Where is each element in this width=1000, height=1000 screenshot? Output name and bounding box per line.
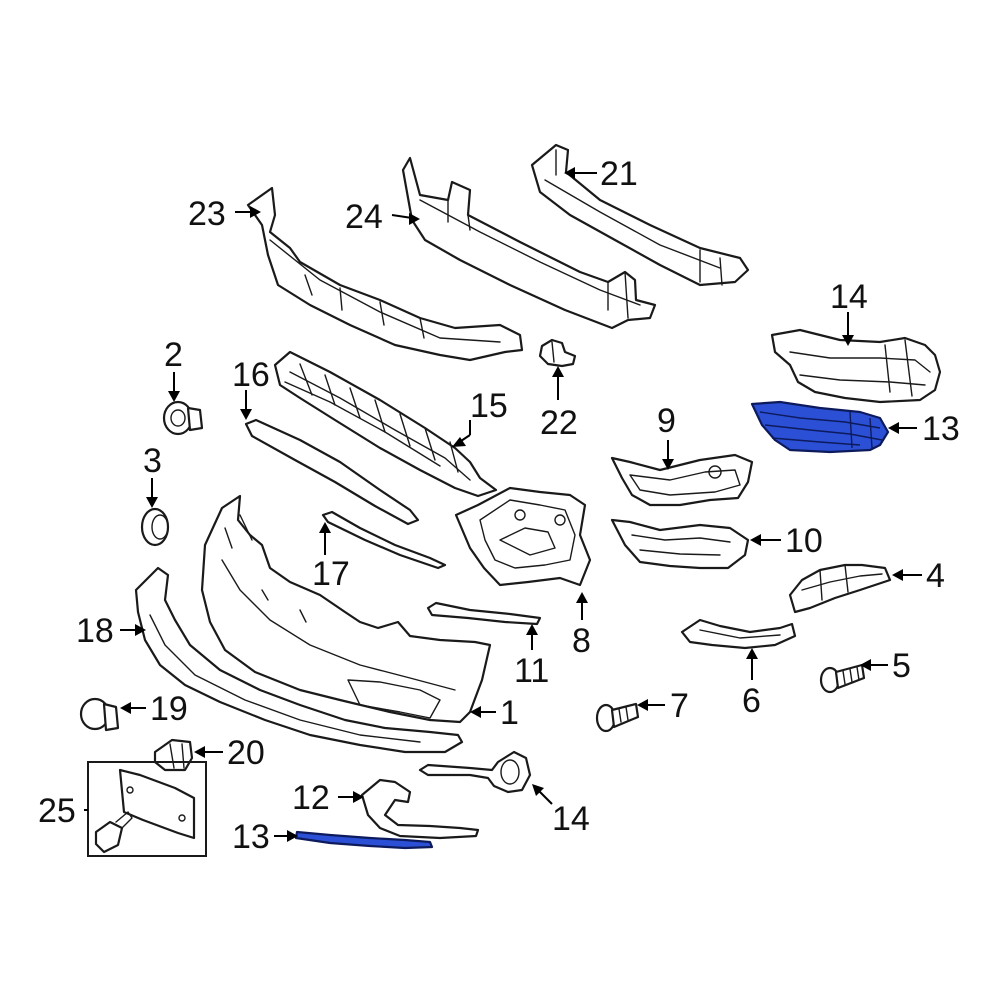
part-5-bolt[interactable] xyxy=(819,663,866,694)
leader-lines xyxy=(84,167,922,842)
callout-21: 21 xyxy=(600,155,638,193)
callout-22: 22 xyxy=(540,404,578,442)
part-13-grille-insert-highlighted[interactable] xyxy=(750,400,890,454)
part-10-bracket[interactable] xyxy=(610,518,750,570)
part-14-camera[interactable] xyxy=(418,750,532,794)
part-2-grommet[interactable] xyxy=(162,400,204,436)
part-15-upper-grille[interactable] xyxy=(273,350,498,498)
callout-16: 16 xyxy=(232,356,270,394)
callout-9: 9 xyxy=(657,402,676,440)
callout-4: 4 xyxy=(926,557,945,595)
part-13-strip-highlighted[interactable] xyxy=(294,830,434,850)
part-24-impact-bar[interactable] xyxy=(401,156,657,330)
part-1-bumper-cover[interactable] xyxy=(200,494,492,724)
part-25-license-bracket[interactable] xyxy=(87,761,207,857)
part-12-bracket[interactable] xyxy=(360,778,480,840)
part-8-bracket[interactable] xyxy=(454,486,592,587)
part-23-lower-reinforcement[interactable] xyxy=(246,186,524,362)
part-14-air-duct[interactable] xyxy=(770,328,942,404)
part-4-side-bracket[interactable] xyxy=(788,563,892,614)
callout-3: 3 xyxy=(143,442,162,480)
part-3-cap[interactable] xyxy=(140,507,170,547)
callout-11: 11 xyxy=(514,652,549,690)
part-7-bolt[interactable] xyxy=(595,702,640,733)
callout-13-lower: 13 xyxy=(232,818,270,856)
part-22-clip[interactable] xyxy=(538,338,577,368)
callout-19: 19 xyxy=(150,690,188,728)
callout-18: 18 xyxy=(76,612,114,650)
part-16-molding[interactable] xyxy=(244,418,420,526)
callout-labels: 21 24 23 14 2 16 15 22 13 9 3 10 17 4 18… xyxy=(38,155,960,856)
callout-17: 17 xyxy=(312,555,350,593)
callout-14-lower: 14 xyxy=(552,800,590,838)
callout-6: 6 xyxy=(742,682,761,720)
callout-25: 25 xyxy=(38,792,76,830)
callout-12: 12 xyxy=(292,779,330,817)
callout-10: 10 xyxy=(785,522,823,560)
part-17-strip[interactable] xyxy=(321,510,447,570)
callout-13-upper: 13 xyxy=(922,410,960,448)
part-20-clip[interactable] xyxy=(153,738,194,772)
part-6-lower-bracket[interactable] xyxy=(680,618,797,650)
callout-20: 20 xyxy=(227,734,265,772)
part-11-trim[interactable] xyxy=(426,601,542,626)
callout-14-upper: 14 xyxy=(830,278,868,316)
part-19-push-pin[interactable] xyxy=(79,697,120,732)
part-21-reinforcement[interactable] xyxy=(530,143,750,287)
callout-2: 2 xyxy=(164,336,183,374)
callout-24: 24 xyxy=(345,198,383,236)
part-18-lower-spoiler[interactable] xyxy=(134,566,464,754)
callout-5: 5 xyxy=(892,647,911,685)
callout-15: 15 xyxy=(470,387,508,425)
part-9-bracket[interactable] xyxy=(610,453,754,507)
callout-7: 7 xyxy=(670,687,689,725)
callout-8: 8 xyxy=(572,622,591,660)
callout-23: 23 xyxy=(188,195,226,233)
callout-1: 1 xyxy=(500,694,519,732)
